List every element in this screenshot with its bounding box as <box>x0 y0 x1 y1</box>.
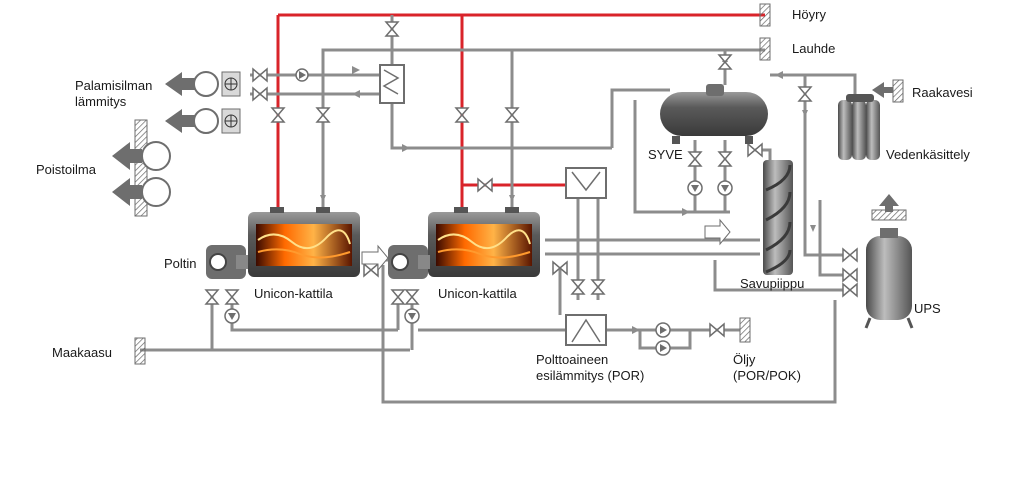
label-boiler-1: Unicon-kattila <box>254 286 333 301</box>
boundary-icon <box>739 317 751 343</box>
chimney <box>763 160 793 275</box>
valve-icon <box>709 322 725 338</box>
valve-icon <box>384 21 400 37</box>
valve-icon <box>224 289 240 305</box>
valve-icon <box>252 86 268 102</box>
pipe-network <box>140 15 857 404</box>
valve-icon <box>454 107 470 123</box>
valve-icon <box>687 151 703 167</box>
exhaust-fans <box>112 141 171 207</box>
valve-icon <box>552 260 568 276</box>
heat-exchangers <box>379 64 607 346</box>
label-steam: Höyry <box>792 7 826 22</box>
label-chimney: Savupiippu <box>740 276 805 291</box>
valve-icon <box>477 177 493 193</box>
valve-icon <box>842 247 858 263</box>
valve-icon <box>842 267 858 283</box>
arrow-left-icon <box>165 109 196 133</box>
valve-icon <box>717 151 733 167</box>
arrow-left-icon <box>112 142 142 170</box>
valves <box>204 21 858 338</box>
fan-icon <box>141 177 171 207</box>
boiler-2 <box>361 207 731 279</box>
fan-icon <box>141 141 171 171</box>
pumps <box>224 68 733 356</box>
label-water-treatment: Vedenkäsittely <box>886 147 970 162</box>
arrow-right-icon <box>704 218 731 246</box>
valve-icon <box>204 289 220 305</box>
label-deaerator: SYVE <box>648 147 683 162</box>
label-exhaust-air: Poistoilma <box>36 162 96 177</box>
arrow-right-icon <box>361 244 389 272</box>
valve-icon <box>404 289 420 305</box>
label-natural-gas: Maakaasu <box>52 345 112 360</box>
arrow-up-icon <box>879 194 899 212</box>
valve-icon <box>590 279 606 295</box>
arrow-left-icon <box>112 178 142 206</box>
boundary-icon <box>134 337 146 365</box>
label-boiler-2: Unicon-kattila <box>438 286 517 301</box>
valve-icon <box>363 262 379 278</box>
label-condensate: Lauhde <box>792 41 836 56</box>
valve-icon <box>797 86 813 102</box>
boundary-icon <box>759 37 771 61</box>
valve-icon <box>315 107 331 123</box>
arrow-left-icon <box>165 72 196 96</box>
valve-icon <box>842 282 858 298</box>
boiler-1 <box>206 207 360 279</box>
deaerator-tank <box>660 84 768 144</box>
ups-tank <box>864 194 914 329</box>
valve-icon <box>504 107 520 123</box>
label-ups: UPS <box>914 301 941 316</box>
combustion-air-fans <box>165 71 241 134</box>
valve-icon <box>570 279 586 295</box>
valve-icon <box>717 54 733 70</box>
valve-icon <box>747 142 763 158</box>
boundary-icon <box>892 79 904 103</box>
flow-arrows <box>320 55 816 334</box>
valve-icon <box>270 107 286 123</box>
label-raw-water: Raakavesi <box>912 85 973 100</box>
boundary-icon <box>759 3 771 27</box>
air-heater <box>379 64 405 104</box>
label-fuel-preheating: Polttoaineen esilämmitys (POR) <box>536 352 645 383</box>
label-burner: Poltin <box>164 256 197 271</box>
fan-icon <box>193 108 219 134</box>
fan-icon <box>193 71 219 97</box>
arrow-left-icon <box>872 82 893 98</box>
valve-icon <box>252 67 268 83</box>
water-treatment-unit <box>838 82 893 160</box>
label-oil: Öljy (POR/POK) <box>733 352 801 383</box>
valve-icon <box>390 289 406 305</box>
label-combustion-air-heating: Palamisilman lämmitys <box>75 78 153 109</box>
